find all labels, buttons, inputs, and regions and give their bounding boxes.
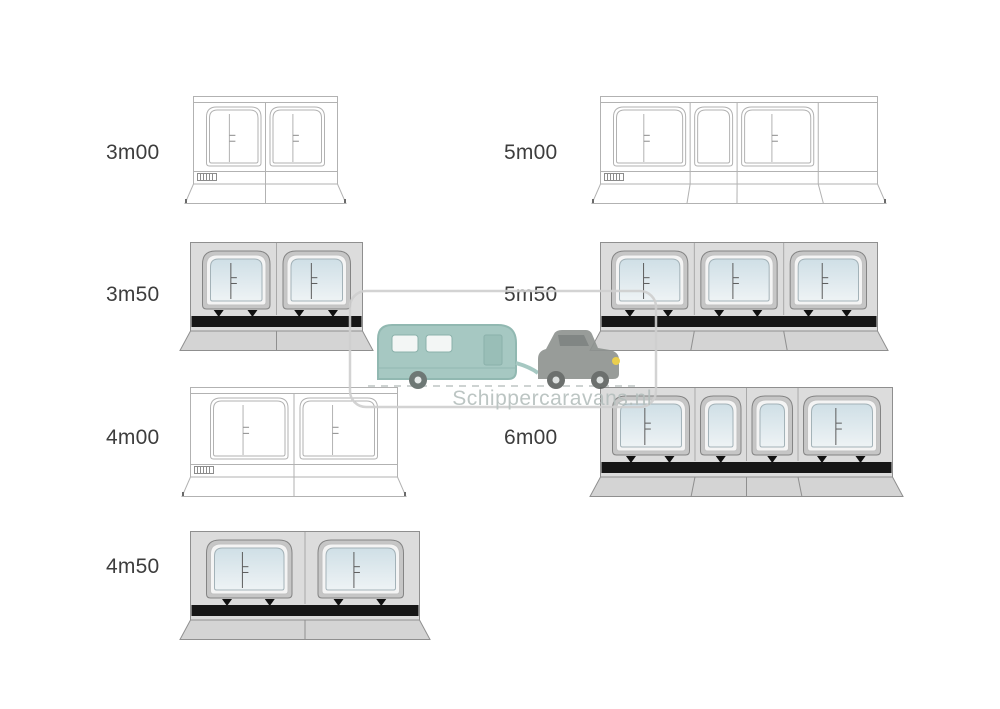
draft-band	[191, 316, 362, 327]
awning-window	[299, 397, 378, 460]
awning-drawing-4m00	[181, 387, 407, 497]
awning-illustration-6m00	[589, 387, 904, 498]
draft-band	[601, 462, 892, 473]
awning-drawing-3m50	[179, 242, 374, 351]
brand-watermark: Schippercaravans.nl	[348, 289, 658, 411]
awning-window	[789, 250, 867, 317]
awning-drawing-4m50	[179, 531, 431, 640]
brand-watermark-text: Schippercaravans.nl	[452, 387, 652, 410]
watermark-frame	[348, 289, 658, 409]
brand-watermark-graphic	[348, 289, 658, 409]
awning-window	[694, 106, 734, 167]
awning-window	[282, 250, 351, 317]
skirt	[181, 476, 407, 497]
awning-illustration-5m50	[589, 242, 889, 352]
awning-window	[210, 397, 289, 460]
awning-window	[613, 106, 687, 167]
skirt	[184, 183, 347, 204]
headlight-icon	[612, 357, 620, 365]
awning-illustration-3m50	[179, 242, 374, 352]
tow-vehicle-icon	[538, 330, 620, 389]
awning-illustration-4m00	[181, 387, 407, 498]
size-label-4m50: 4m50	[106, 555, 160, 578]
size-label-6m00: 6m00	[504, 426, 558, 449]
awning-illustration-5m00	[591, 96, 887, 205]
size-label-5m00: 5m00	[504, 141, 558, 164]
skirt	[591, 183, 887, 204]
awning-window	[751, 395, 794, 463]
caravan-icon	[377, 324, 540, 389]
awning-window	[803, 395, 881, 463]
awning-drawing-6m00	[589, 387, 904, 497]
awning-drawing-5m00	[591, 96, 887, 204]
awning-window	[206, 106, 262, 167]
awning-drawing-3m00	[184, 96, 347, 204]
draft-band	[191, 605, 419, 616]
awning-window	[206, 539, 293, 606]
awning-window	[700, 250, 778, 317]
awning-window	[699, 395, 742, 463]
awning-drawing-5m50	[589, 242, 889, 351]
awning-window	[202, 250, 271, 317]
size-label-4m00: 4m00	[106, 426, 160, 449]
awning-illustration-3m00	[184, 96, 347, 205]
awning-window	[741, 106, 815, 167]
awning-window	[612, 395, 690, 463]
awning-illustration-4m50	[179, 531, 431, 641]
size-label-3m50: 3m50	[106, 283, 160, 306]
awning-window	[269, 106, 325, 167]
draft-band	[601, 316, 877, 327]
size-label-3m00: 3m00	[106, 141, 160, 164]
awning-window	[317, 539, 404, 606]
size-label-5m50: 5m50	[504, 283, 558, 306]
